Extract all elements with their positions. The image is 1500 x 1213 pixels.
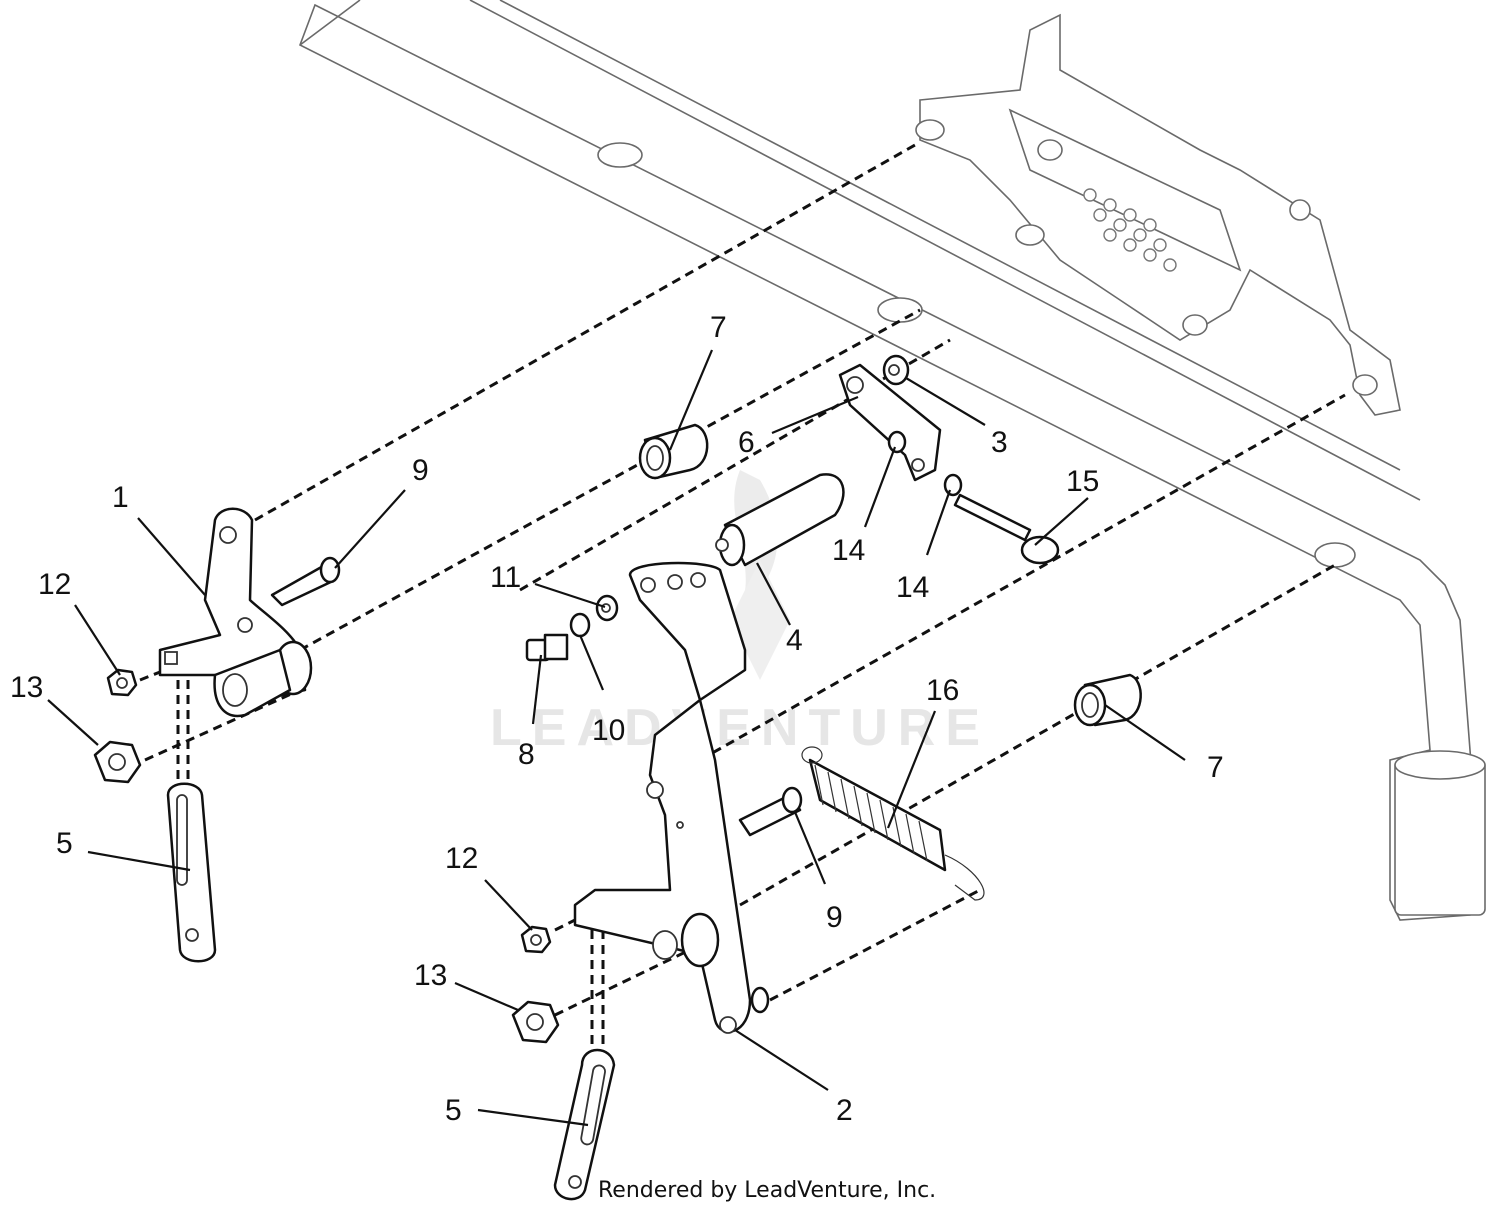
callout-13-upper: 13 — [10, 671, 43, 704]
callout-5-lower: 5 — [445, 1094, 462, 1127]
part-6-plate — [838, 363, 942, 482]
callout-8: 8 — [518, 738, 535, 771]
part-11-washer — [595, 594, 619, 622]
part-5-link-upper — [166, 782, 217, 963]
part-9-pin-upper — [270, 556, 341, 607]
callout-12-lower: 12 — [445, 842, 478, 875]
part-13-nut-lower — [511, 1000, 560, 1044]
callout-1: 1 — [112, 481, 129, 514]
part-7-bushing-lower — [1073, 673, 1142, 727]
callout-5-upper: 5 — [56, 827, 73, 860]
callout-14-lower: 14 — [896, 571, 929, 604]
callout-13-lower: 13 — [414, 959, 447, 992]
callouts: 1 2 3 4 5 5 6 7 7 8 9 9 10 11 12 12 13 1… — [10, 311, 1224, 1127]
callout-11: 11 — [490, 561, 521, 594]
callout-2: 2 — [836, 1094, 853, 1127]
watermark-text: LEADVENTURE — [490, 699, 990, 757]
frame-rails — [298, 0, 1486, 921]
callout-12-upper: 12 — [38, 568, 71, 601]
part-1-lever-arm — [158, 507, 313, 718]
credit-text: Rendered by LeadVenture, Inc. — [598, 1178, 937, 1203]
watermark-logo: LEADVENTURE — [490, 470, 990, 757]
callout-3: 3 — [991, 426, 1008, 459]
callout-16: 16 — [926, 674, 959, 707]
callout-4: 4 — [786, 624, 803, 657]
callout-14-upper: 14 — [832, 534, 865, 567]
callout-9-upper: 9 — [412, 454, 429, 487]
part-13-nut-upper — [93, 740, 142, 784]
callout-9-lower: 9 — [826, 901, 843, 934]
part-15-pin — [953, 493, 1060, 565]
part-3-washer — [882, 354, 910, 386]
part-8-bolt — [525, 633, 569, 662]
callout-7-lower: 7 — [1207, 751, 1224, 784]
callout-6: 6 — [738, 426, 755, 459]
part-4-tube — [715, 473, 845, 567]
leader-lines — [47, 349, 1186, 1127]
mount-bracket-assembly — [915, 13, 1401, 416]
part-12-nut-lower — [520, 925, 552, 954]
callout-7-upper: 7 — [710, 311, 727, 344]
part-10-lock-washer — [569, 612, 591, 638]
part-16-spring — [801, 746, 985, 901]
part-12-nut-upper — [106, 668, 138, 697]
part-9-pin-lower — [738, 786, 803, 837]
callout-15: 15 — [1066, 465, 1099, 498]
part-7-bushing-upper — [638, 423, 709, 480]
part-2-lever-arm — [573, 561, 770, 1034]
callout-10: 10 — [592, 714, 625, 747]
